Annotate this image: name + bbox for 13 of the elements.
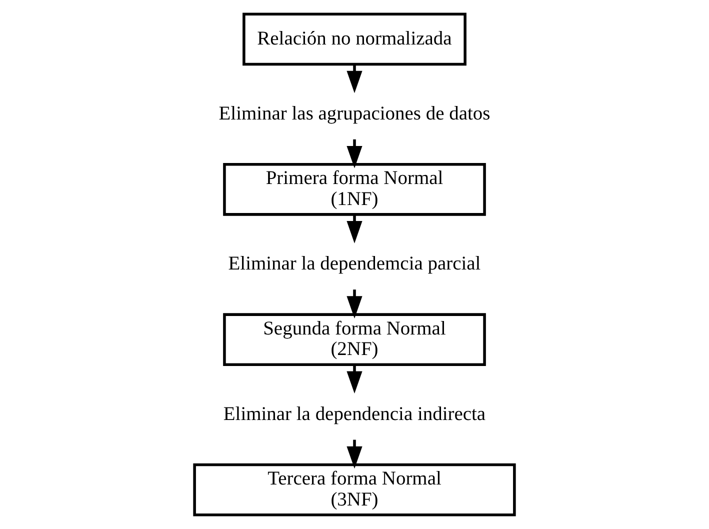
arrow	[346, 364, 362, 394]
arrow	[346, 139, 362, 168]
arrow	[346, 290, 362, 318]
arrow	[346, 64, 362, 94]
node-box: Primera forma Normal (1NF)	[223, 162, 486, 216]
node-box: Segunda forma Normal (2NF)	[223, 313, 486, 366]
node-box: Tercera forma Normal (3NF)	[193, 463, 516, 516]
node-text: Eliminar la dependencia indirecta	[223, 404, 486, 425]
arrow	[346, 440, 362, 469]
node-text: Eliminar la dependemcia parcial	[228, 254, 481, 275]
arrow	[346, 214, 362, 244]
node-text: Eliminar las agrupaciones de datos	[218, 103, 490, 124]
node-box: Relación no normalizada	[242, 12, 466, 66]
